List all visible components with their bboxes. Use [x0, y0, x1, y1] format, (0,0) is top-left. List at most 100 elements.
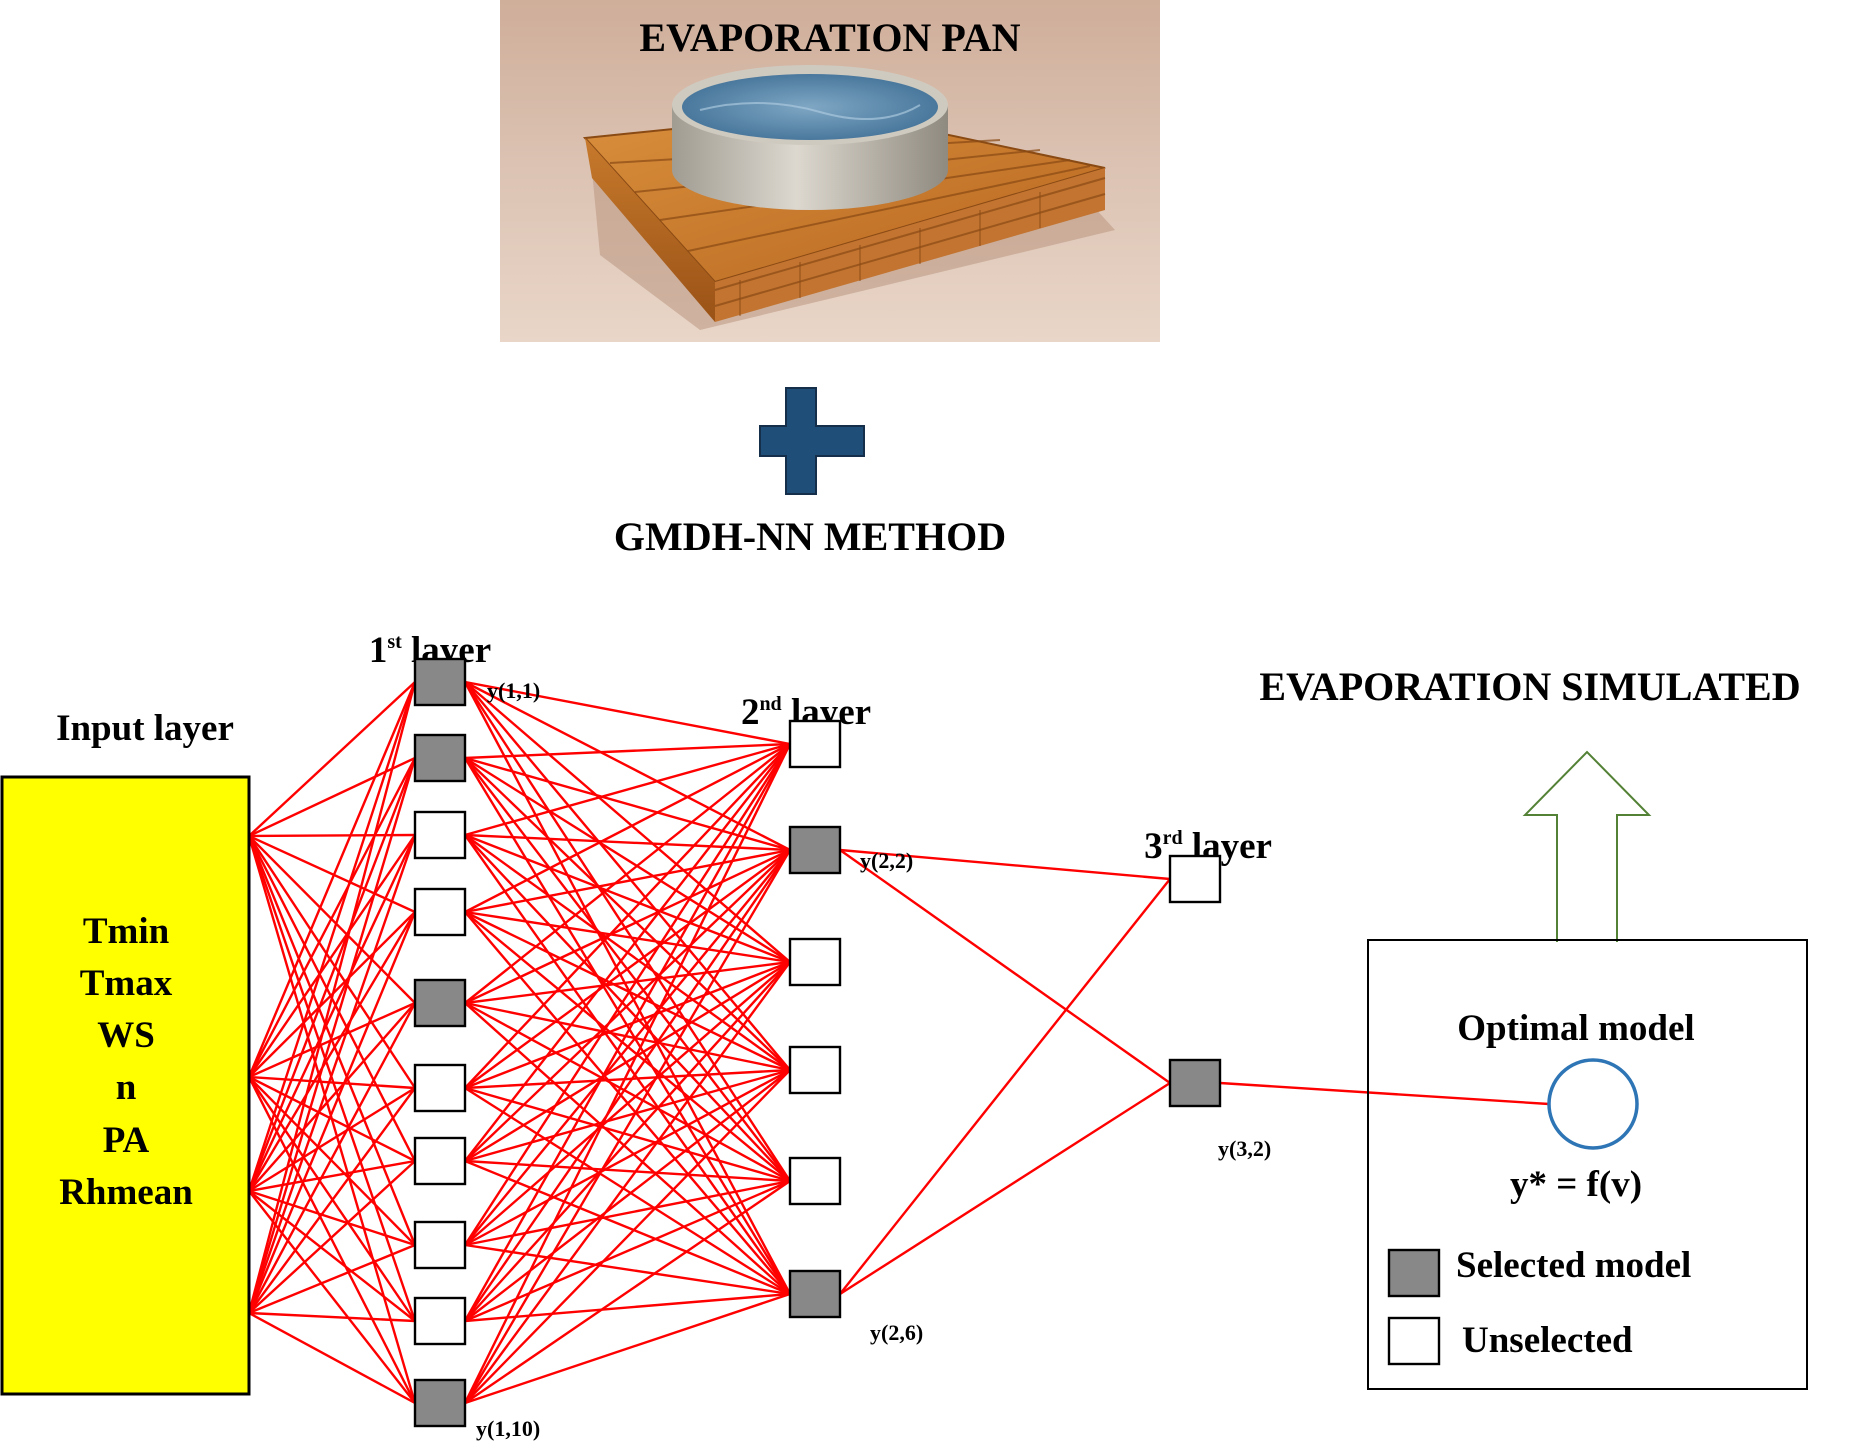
node-label-y32: y(3,2)	[1218, 1136, 1271, 1161]
wire-input-3-l1-3	[247, 911, 417, 1314]
wire-input-3-l1-6	[248, 1160, 416, 1314]
layer1-node-9	[413, 1296, 467, 1346]
wire-l1-4-l2-4	[464, 1001, 791, 1183]
legend-unselected-label: Unselected	[1462, 1320, 1633, 1361]
wire-input-3-l1-4	[247, 1002, 417, 1314]
wire-l1-2-l2-1	[464, 833, 791, 852]
wire-input-0-l1-1	[248, 756, 416, 838]
legend-unselected-swatch	[1387, 1316, 1441, 1366]
layer1-node-8	[413, 1220, 467, 1270]
wire-input-1-l1-2	[248, 834, 416, 1078]
wire-input-1-l1-5	[248, 1075, 416, 1090]
wire-l1-4-l2-1	[464, 848, 791, 1005]
wire-input-3-l1-1	[247, 757, 417, 1314]
wire-input-2-l1-9	[248, 1190, 416, 1404]
wire-input-0-l1-0	[248, 681, 416, 837]
wire-l1-4-l2-0	[464, 743, 791, 1004]
wire-input-0-l1-5	[247, 835, 417, 1089]
layer1-node-2	[413, 733, 467, 783]
wire-l1-5-l2-2	[464, 960, 791, 1090]
wire-input-3-l1-0	[247, 681, 417, 1314]
wire-l1-5-l2-0	[464, 743, 791, 1089]
layer1-node-10	[413, 1378, 467, 1428]
wire-l1-3-l2-2	[464, 910, 791, 964]
plus-icon	[759, 387, 865, 495]
up-arrow-icon	[1522, 750, 1652, 942]
layer1-node-3	[413, 810, 467, 860]
optimal-model-formula: y* = f(v)	[1510, 1164, 1642, 1205]
wire-l2-5-l3-0	[839, 878, 1171, 1295]
wire-l1-9-l2-4	[464, 1180, 791, 1404]
input-layer-box	[0, 775, 251, 1396]
layer2-node-5	[788, 1156, 842, 1206]
wire-input-0-l1-8	[247, 835, 417, 1322]
wire-l1-8-l2-0	[463, 743, 792, 1322]
wire-input-2-l1-8	[248, 1190, 416, 1322]
wire-l1-2-l2-0	[464, 742, 791, 837]
wire-l1-6-l2-5	[464, 1159, 791, 1296]
wire-l1-0-l2-3	[464, 681, 791, 1071]
wire-input-0-l1-3	[248, 834, 416, 914]
wire-l1-6-l2-1	[464, 849, 791, 1162]
wire-input-3-l1-5	[248, 1087, 416, 1314]
input-layer-title: Input layer	[56, 708, 234, 749]
wire-input-1-l1-0	[247, 681, 417, 1078]
node-label-y11: y(1,1)	[487, 678, 540, 703]
wire-input-2-l1-0	[247, 681, 417, 1192]
input-variable-5: PA	[103, 1120, 150, 1161]
input-variable-4: n	[116, 1067, 137, 1108]
wire-input-2-l1-6	[248, 1159, 416, 1193]
connection-lines	[247, 680, 1550, 1405]
wire-input-2-l1-4	[248, 1002, 416, 1192]
wire-l1-7-l2-0	[463, 743, 792, 1246]
layer2-node-2	[788, 825, 842, 875]
layer1-node-6	[413, 1063, 467, 1113]
wire-l1-4-l2-2	[464, 960, 791, 1005]
wire-l1-3-l2-3	[464, 910, 791, 1072]
wire-l1-7-l2-2	[464, 961, 791, 1246]
wire-l1-6-l2-3	[464, 1068, 791, 1163]
wire-input-1-l1-1	[247, 757, 417, 1078]
wire-l1-1-l2-3	[464, 757, 791, 1071]
wire-input-2-l1-1	[247, 757, 417, 1192]
layer3-node-2	[1168, 1058, 1222, 1108]
wire-input-0-l1-2	[248, 833, 416, 838]
wire-l1-8-l2-3	[464, 1069, 791, 1322]
wire-l1-5-l2-4	[464, 1086, 791, 1183]
layer1-node-4	[413, 887, 467, 937]
legend-selected-label: Selected model	[1456, 1245, 1691, 1286]
wire-l1-5-l2-5	[464, 1086, 791, 1296]
optimal-model-circle	[1547, 1058, 1639, 1150]
wire-l1-8-l2-5	[464, 1292, 791, 1323]
method-title: GMDH-NN METHOD	[614, 514, 1006, 559]
wire-l1-5-l2-1	[464, 849, 791, 1089]
wire-l1-6-l2-4	[464, 1159, 791, 1183]
wire-l3-1-output	[1219, 1081, 1550, 1106]
network-nodes	[413, 657, 1222, 1428]
wire-l1-6-l2-2	[464, 960, 791, 1163]
layer2-node-1	[788, 719, 842, 769]
input-variable-3: WS	[97, 1015, 155, 1056]
input-variable-2: Tmax	[80, 963, 173, 1004]
layer2-node-3	[788, 937, 842, 987]
layer2-node-4	[788, 1045, 842, 1095]
node-label-y22: y(2,2)	[860, 848, 913, 873]
wire-input-3-l1-7	[248, 1243, 416, 1315]
wire-l1-7-l2-5	[464, 1243, 791, 1296]
wire-l2-5-l3-1	[839, 1081, 1171, 1296]
photo-title: EVAPORATION PAN	[639, 15, 1020, 60]
layer1-node-7	[413, 1136, 467, 1186]
wire-l1-7-l2-1	[464, 849, 791, 1246]
optimal-model-title: Optimal model	[1457, 1008, 1694, 1049]
wire-input-3-l1-8	[248, 1311, 416, 1323]
wire-input-1-l1-4	[248, 1001, 416, 1079]
wire-input-1-l1-6	[248, 1075, 416, 1163]
wire-l1-8-l2-4	[464, 1179, 791, 1323]
layer1-node-1	[413, 657, 467, 707]
wire-l1-3-l2-1	[464, 848, 791, 914]
wire-l1-6-l2-0	[464, 743, 791, 1162]
wire-l1-3-l2-0	[464, 742, 791, 914]
wire-l1-7-l2-4	[464, 1179, 791, 1247]
wire-l1-9-l2-5	[464, 1292, 791, 1405]
